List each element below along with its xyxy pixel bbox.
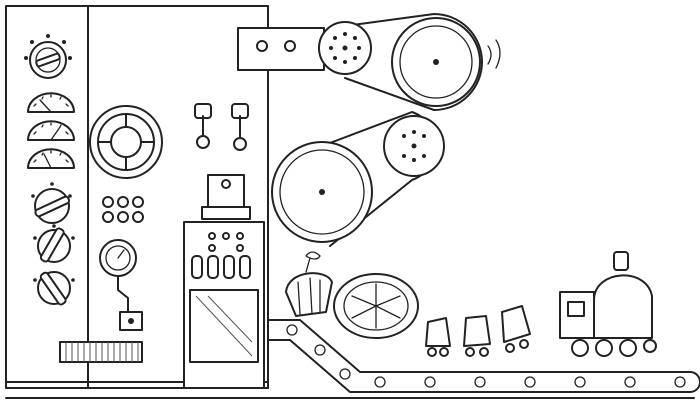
roller-skates <box>425 305 531 357</box>
skate-3 <box>501 305 531 353</box>
valve-wheel <box>89 105 163 179</box>
gauge-middle <box>27 120 75 141</box>
round-meter <box>99 239 143 331</box>
console-indicator-lights <box>208 232 244 252</box>
toy-train <box>559 251 657 357</box>
small-cog-upper <box>318 21 372 75</box>
upper-gear-belt <box>318 13 501 111</box>
skate-2 <box>463 315 491 357</box>
conveyor-rollers <box>286 324 686 388</box>
toggle-switch-1 <box>194 103 212 149</box>
console-slot-switches <box>191 255 251 279</box>
gauge-column <box>27 92 75 169</box>
bottom-conveyor <box>267 319 700 393</box>
knob-1 <box>31 182 72 224</box>
knob-3 <box>33 271 75 306</box>
small-cog-lower <box>383 115 445 177</box>
lower-gear-belt <box>271 111 445 247</box>
big-wheel-upper <box>391 17 481 107</box>
knob-2 <box>33 224 75 263</box>
knob-column <box>31 182 75 306</box>
button-grid <box>102 196 144 223</box>
skate-1 <box>425 317 451 357</box>
top-dial-knob <box>24 34 72 79</box>
tambourine-toy <box>333 273 419 339</box>
toggle-switch-2 <box>231 103 249 151</box>
big-wheel-lower <box>271 141 373 243</box>
vent-grille-left <box>59 341 143 363</box>
gauge-top <box>27 92 75 113</box>
gauge-bottom <box>27 148 75 169</box>
basket-toy <box>285 251 333 317</box>
upper-housing <box>237 27 325 389</box>
toggle-switches <box>194 103 249 151</box>
console-tower <box>183 174 265 389</box>
